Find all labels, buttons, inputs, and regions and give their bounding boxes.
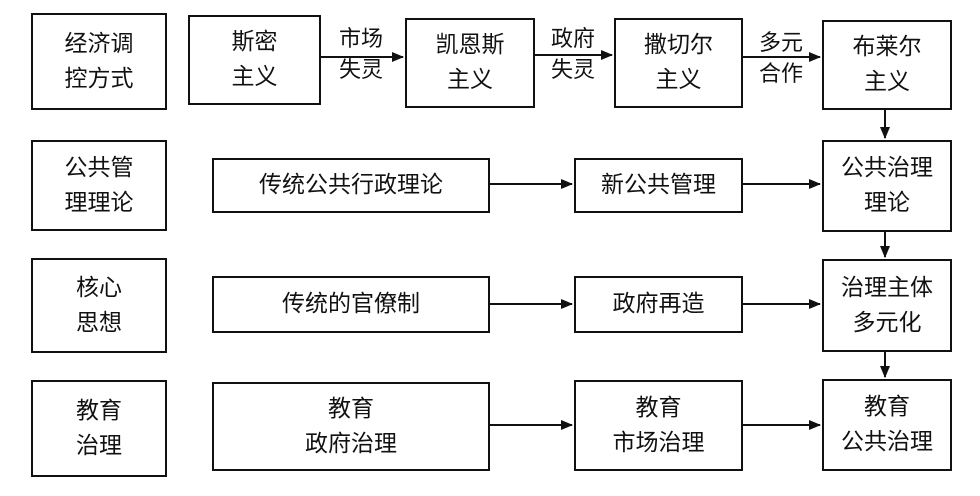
node-smithism: 斯密主义 xyxy=(188,15,321,105)
node-traditional-bureaucracy: 传统的官僚制 xyxy=(212,276,490,333)
row-label-education-governance: 教育治理 xyxy=(31,380,167,477)
node-new-public-management: 新公共管理 xyxy=(574,158,743,213)
edge-label-government-failure: 政府 失灵 xyxy=(550,27,595,83)
node-blairism: 布莱尔主义 xyxy=(822,20,952,110)
node-diversified-governance-subjects: 治理主体多元化 xyxy=(822,259,952,352)
node-keynesianism: 凯恩斯主义 xyxy=(405,18,535,108)
node-education-public-governance: 教育公共治理 xyxy=(822,379,952,471)
row-label-public-management-theory: 公共管理理论 xyxy=(31,140,167,231)
node-education-government-governance: 教育政府治理 xyxy=(212,382,490,471)
node-thatcherism: 撒切尔主义 xyxy=(614,18,743,108)
row-label-core-idea: 核心思想 xyxy=(31,258,167,353)
row-label-economic-regulation: 经济调控方式 xyxy=(31,13,167,110)
edge-label-market-failure: 市场 失灵 xyxy=(338,27,383,83)
node-public-governance-theory: 公共治理理论 xyxy=(822,140,952,232)
node-traditional-public-admin-theory: 传统公共行政理论 xyxy=(212,158,490,213)
edge-label-pluralist-cooperation: 多元 合作 xyxy=(758,31,803,87)
node-government-reinvention: 政府再造 xyxy=(574,276,743,333)
node-education-market-governance: 教育市场治理 xyxy=(574,380,743,471)
